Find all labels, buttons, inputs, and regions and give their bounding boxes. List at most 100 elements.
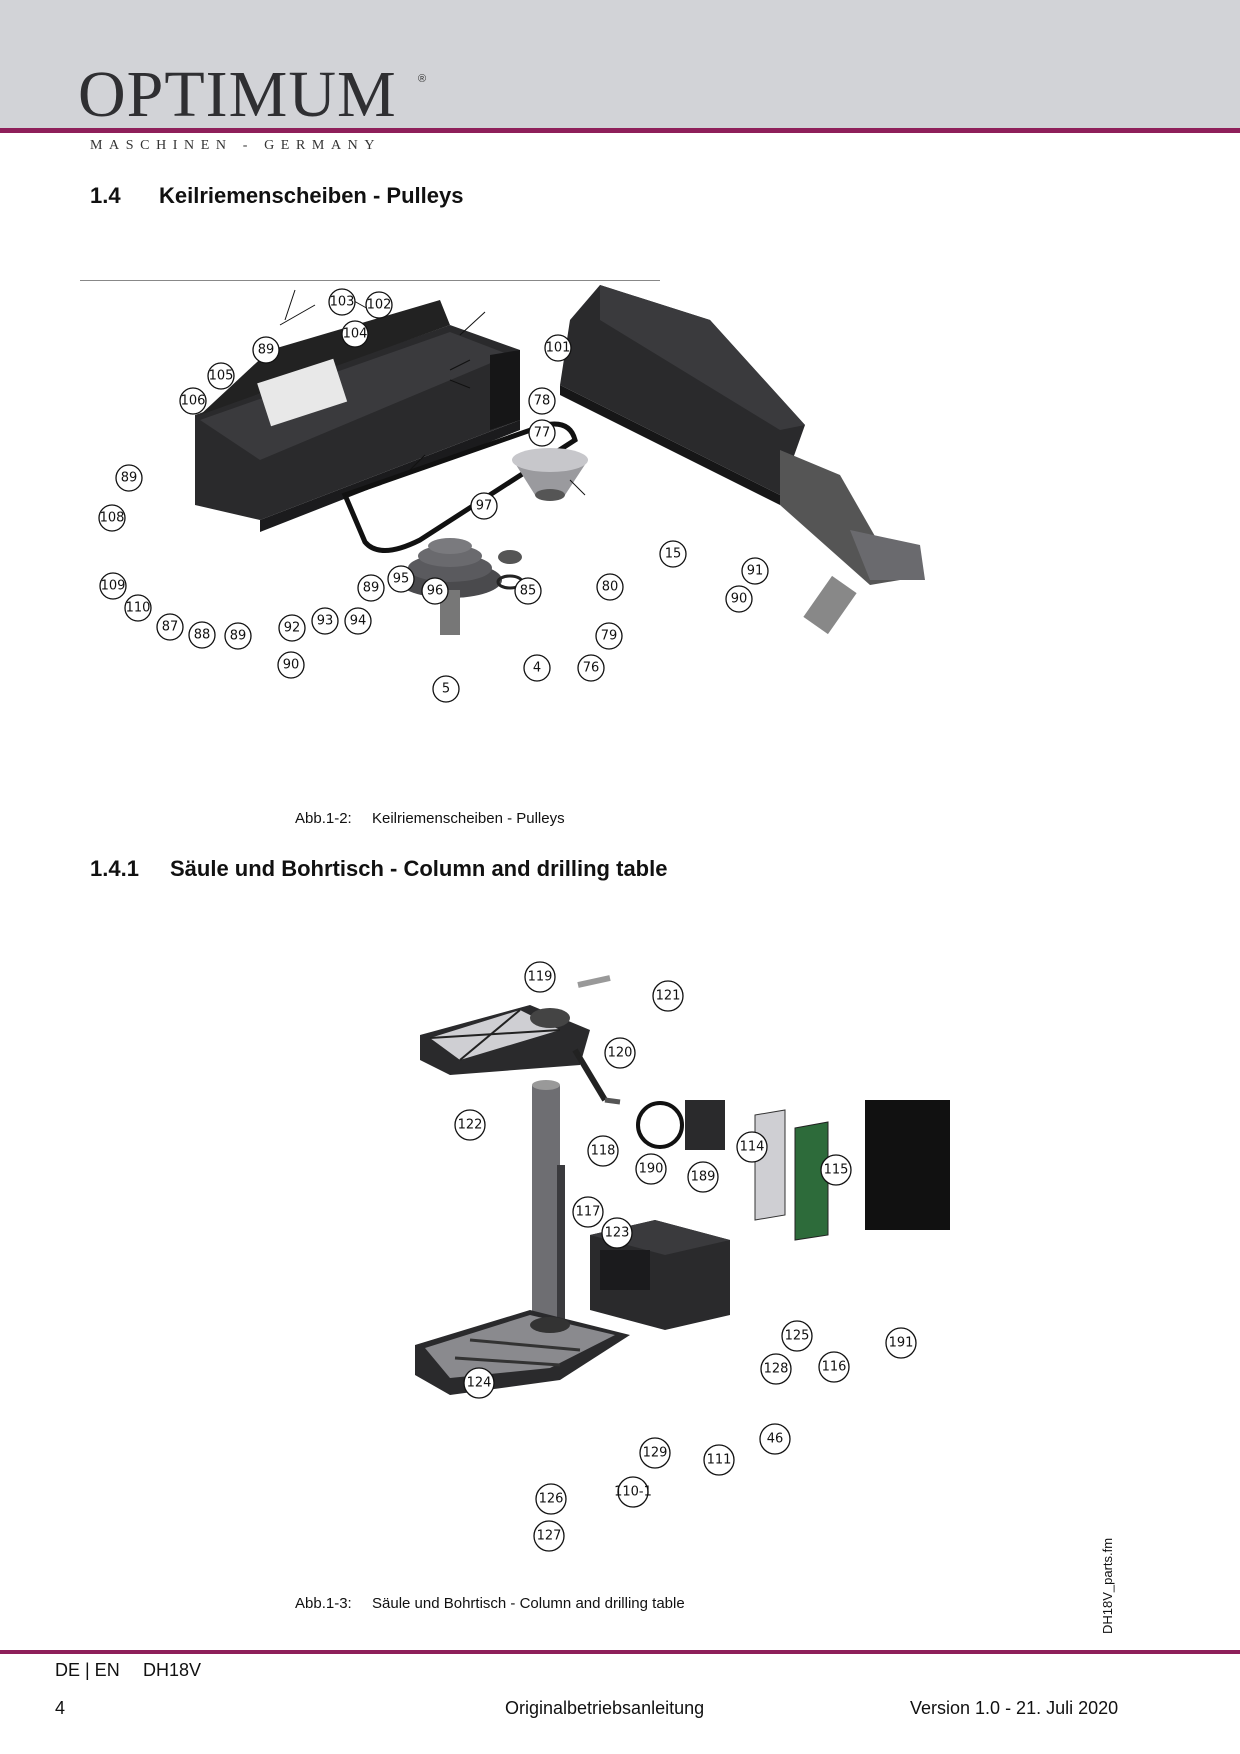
svg-text:189: 189 bbox=[691, 1170, 716, 1185]
svg-text:119: 119 bbox=[528, 970, 553, 985]
callout: 118 bbox=[587, 1135, 619, 1167]
callout: 89 bbox=[357, 574, 385, 602]
callout: 106 bbox=[179, 387, 207, 415]
svg-text:106: 106 bbox=[181, 394, 206, 409]
svg-text:89: 89 bbox=[121, 471, 138, 486]
callout: 126 bbox=[535, 1483, 567, 1515]
callout: 119 bbox=[524, 961, 556, 993]
footer-version: Version 1.0 - 21. Juli 2020 bbox=[910, 1698, 1119, 1718]
svg-text:126: 126 bbox=[539, 1492, 564, 1507]
registered-mark: ® bbox=[418, 73, 427, 85]
callout: 189 bbox=[687, 1161, 719, 1193]
callout: 91 bbox=[741, 557, 769, 585]
svg-text:118: 118 bbox=[591, 1144, 616, 1159]
callout: 78 bbox=[528, 387, 556, 415]
svg-text:102: 102 bbox=[367, 298, 392, 313]
svg-text:96: 96 bbox=[427, 584, 444, 599]
svg-text:108: 108 bbox=[100, 511, 125, 526]
svg-text:110-1: 110-1 bbox=[614, 1485, 652, 1500]
svg-text:125: 125 bbox=[785, 1329, 810, 1344]
section-number: 1.4 bbox=[90, 183, 121, 208]
motor-housing-drawing bbox=[560, 285, 925, 635]
brand-tagline: MASCHINEN - GERMANY bbox=[90, 138, 382, 153]
callout: 105 bbox=[207, 362, 235, 390]
svg-text:128: 128 bbox=[764, 1362, 789, 1377]
svg-text:46: 46 bbox=[767, 1432, 784, 1447]
svg-text:110: 110 bbox=[126, 601, 151, 616]
svg-text:85: 85 bbox=[520, 584, 537, 599]
callout: 103 bbox=[328, 288, 356, 316]
callout: 122 bbox=[454, 1109, 486, 1141]
callout: 191 bbox=[885, 1327, 917, 1359]
callout: 89 bbox=[224, 622, 252, 650]
svg-text:80: 80 bbox=[602, 580, 619, 595]
svg-text:90: 90 bbox=[731, 592, 748, 607]
svg-text:15: 15 bbox=[665, 547, 682, 562]
callout: 90 bbox=[277, 651, 305, 679]
callouts-figure-2: 119 121 120 122 118 114 190 189 115 117 … bbox=[454, 961, 917, 1552]
svg-text:104: 104 bbox=[343, 327, 368, 342]
svg-text:89: 89 bbox=[258, 343, 275, 358]
svg-text:94: 94 bbox=[350, 614, 367, 629]
figure-pulleys: 103 102 104 89 101 105 106 78 77 89 108 … bbox=[80, 280, 925, 703]
footer-doc-title: Originalbetriebsanleitung bbox=[505, 1698, 705, 1718]
callout: 114 bbox=[736, 1131, 768, 1163]
svg-text:116: 116 bbox=[822, 1360, 847, 1375]
svg-text:95: 95 bbox=[393, 572, 410, 587]
pulley-housing-drawing bbox=[195, 300, 520, 572]
callout: 79 bbox=[595, 622, 623, 650]
svg-text:91: 91 bbox=[747, 564, 764, 579]
column-drawing bbox=[532, 1080, 565, 1335]
svg-text:79: 79 bbox=[601, 629, 618, 644]
callout: 4 bbox=[523, 654, 551, 682]
svg-text:4: 4 bbox=[533, 661, 541, 676]
svg-text:114: 114 bbox=[740, 1140, 765, 1155]
figure-caption-2: Säule und Bohrtisch - Column and drillin… bbox=[372, 1595, 685, 1612]
brand-logo: OPTIMUM bbox=[78, 58, 397, 131]
callout: 88 bbox=[188, 621, 216, 649]
callout: 95 bbox=[387, 565, 415, 593]
callout: 101 bbox=[544, 334, 572, 362]
callout: 104 bbox=[341, 320, 369, 348]
callout: 97 bbox=[470, 492, 498, 520]
callout: 124 bbox=[463, 1367, 495, 1399]
svg-text:117: 117 bbox=[576, 1205, 601, 1220]
callout: 128 bbox=[760, 1353, 792, 1385]
header-band bbox=[0, 0, 1240, 130]
callout: 89 bbox=[115, 464, 143, 492]
svg-text:88: 88 bbox=[194, 628, 211, 643]
callout: 89 bbox=[252, 336, 280, 364]
svg-text:87: 87 bbox=[162, 620, 179, 635]
callout: 102 bbox=[365, 291, 393, 319]
callout: 15 bbox=[659, 540, 687, 568]
callout: 125 bbox=[781, 1320, 813, 1352]
callout: 92 bbox=[278, 614, 306, 642]
svg-text:89: 89 bbox=[363, 581, 380, 596]
callout: 115 bbox=[820, 1154, 852, 1186]
callout: 116 bbox=[818, 1351, 850, 1383]
svg-text:190: 190 bbox=[639, 1162, 664, 1177]
svg-text:78: 78 bbox=[534, 394, 551, 409]
footer-language: DE | EN bbox=[55, 1660, 120, 1680]
svg-text:105: 105 bbox=[209, 369, 234, 384]
callout: 90 bbox=[725, 585, 753, 613]
callout: 77 bbox=[528, 419, 556, 447]
callout: 96 bbox=[421, 577, 449, 605]
svg-text:122: 122 bbox=[458, 1118, 483, 1133]
callout: 108 bbox=[98, 504, 126, 532]
callout: 87 bbox=[156, 613, 184, 641]
source-filename: DH18V_parts.fm bbox=[1100, 1537, 1115, 1634]
callout: 5 bbox=[432, 675, 460, 703]
svg-text:111: 111 bbox=[707, 1453, 732, 1468]
subsection-title: Säule und Bohrtisch - Column and drillin… bbox=[170, 856, 668, 881]
figure-caption-label: Abb.1-2: bbox=[295, 810, 352, 827]
callout: 111 bbox=[703, 1444, 735, 1476]
svg-text:97: 97 bbox=[476, 499, 493, 514]
figure-column-table: 119 121 120 122 118 114 190 189 115 117 … bbox=[415, 961, 950, 1552]
svg-text:90: 90 bbox=[283, 658, 300, 673]
svg-text:101: 101 bbox=[546, 341, 571, 356]
svg-text:120: 120 bbox=[608, 1046, 633, 1061]
svg-text:77: 77 bbox=[534, 426, 551, 441]
page-number: 4 bbox=[55, 1698, 66, 1718]
figure-caption: Keilriemenscheiben - Pulleys bbox=[372, 810, 565, 827]
